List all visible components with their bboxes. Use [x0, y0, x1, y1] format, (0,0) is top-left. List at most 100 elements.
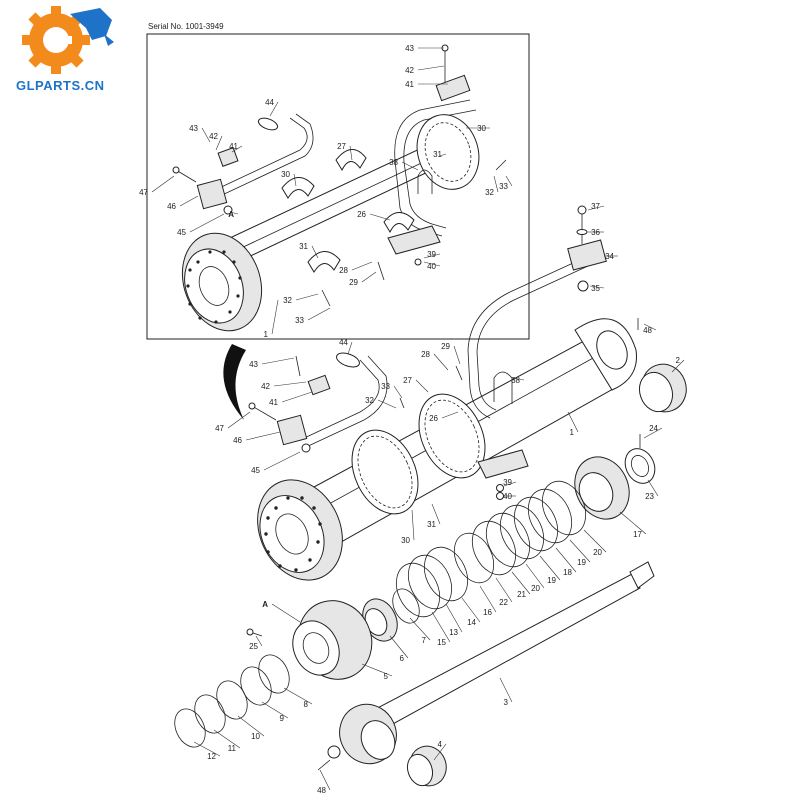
leader-line-m15: [431, 611, 451, 643]
ubolt-38: [493, 371, 513, 404]
main-assembly: [174, 205, 687, 787]
leader-line-m20b: [525, 563, 545, 589]
part-callout-m7: 7: [422, 636, 427, 645]
leader-line-m17: [619, 511, 647, 535]
part-callout-m35: 35: [591, 284, 600, 293]
leader-line-m39: [503, 481, 517, 487]
pipe-44: [299, 359, 380, 441]
part-callout-m44: 44: [339, 338, 348, 347]
leader-line-m21: [511, 571, 531, 595]
leader-line-m41: [281, 391, 313, 403]
leader-line-m44: [347, 341, 353, 355]
leader-line-iA: [229, 211, 239, 215]
leader-line-m26: [441, 411, 459, 419]
leader-line-m43: [261, 357, 295, 365]
part-callout-i28: 28: [339, 266, 348, 275]
leader-line-m46: [245, 431, 281, 441]
part-callout-i33a: 33: [499, 182, 508, 191]
washer-36: [576, 229, 588, 235]
part-callout-m26: 26: [429, 414, 438, 423]
inset-clamp-30-31: [416, 114, 480, 190]
leader-line-m28: [433, 353, 449, 371]
part-callout-m31: 31: [427, 520, 436, 529]
leader-line-i38: [401, 161, 419, 171]
leader-line-m47: [227, 411, 251, 429]
part-callout-i41b: 41: [229, 142, 238, 151]
part-callout-i30b: 30: [281, 170, 290, 179]
leader-line-i1: [271, 299, 279, 335]
inset-clamp-27: [335, 149, 367, 172]
inset-ubolt: [417, 169, 433, 194]
part-callout-m30: 30: [401, 536, 410, 545]
leader-line-m13: [445, 603, 463, 633]
leader-line-m3: [499, 677, 513, 703]
leader-line-mA: [271, 603, 301, 623]
leader-line-m31: [431, 503, 441, 525]
bolt-29: [455, 365, 463, 381]
pipe-34: [467, 257, 585, 419]
part-callout-m33: 33: [381, 382, 390, 391]
part-callout-i31b: 31: [299, 242, 308, 251]
brand-logo: GLPARTS.CN: [8, 6, 128, 96]
brand-name: GLPARTS.CN: [16, 78, 105, 93]
leader-line-m45: [263, 451, 301, 471]
part-callout-m5: 5: [384, 672, 389, 681]
part-callout-i41: 41: [405, 80, 414, 89]
part-callout-i26: 26: [357, 210, 366, 219]
leader-line-i47: [151, 175, 175, 193]
part-callout-m23: 23: [645, 492, 654, 501]
part-callout-i42: 42: [405, 66, 414, 75]
part-callout-m45: 45: [251, 466, 260, 475]
leader-line-i32b: [295, 293, 319, 301]
part-callout-m37: 37: [591, 202, 600, 211]
part-callout-i30a: 30: [477, 124, 486, 133]
part-callout-m48a: 48: [643, 326, 652, 335]
leader-line-m29: [453, 345, 461, 365]
leader-line-m14: [461, 597, 481, 623]
clamp-31: [418, 393, 486, 479]
part-callout-m28: 28: [421, 350, 430, 359]
leader-line-m7: [409, 617, 431, 641]
part-callout-m39: 39: [503, 478, 512, 487]
part-callout-m43: 43: [249, 360, 258, 369]
part-callout-iA: A: [228, 210, 234, 219]
washer-39: [496, 484, 504, 492]
part-callout-m36: 36: [591, 228, 600, 237]
callout-layer: 4342414430313832334342414746A45273026313…: [139, 44, 685, 795]
part-callout-m13: 13: [449, 628, 458, 637]
leader-line-i29: [361, 271, 377, 283]
clamp-41: [307, 374, 331, 396]
leader-line-i26: [369, 213, 391, 221]
part-callout-m16: 16: [483, 608, 492, 617]
block-46: [276, 414, 308, 446]
leader-line-m4: [433, 743, 447, 761]
bolt-47: [251, 405, 277, 421]
clamp-30: [351, 429, 419, 515]
leader-line-m8: [283, 687, 313, 705]
part-callout-m32: 32: [365, 396, 374, 405]
leader-line-i32a: [493, 175, 499, 193]
leader-line-m38: [511, 377, 525, 381]
part-callout-i31a: 31: [433, 150, 442, 159]
leader-line-m1: [567, 411, 579, 433]
brand-logo-mark: [22, 6, 114, 74]
leader-line-i44: [269, 101, 279, 117]
part-callout-m21: 21: [517, 590, 526, 599]
part-callout-m6: 6: [400, 654, 405, 663]
inset-pipe-38: [394, 99, 471, 237]
leader-line-m2: [671, 359, 685, 373]
grease-fitting-48-rod: [317, 759, 331, 771]
part-callout-m4: 4: [438, 740, 443, 749]
inset-clamp-31-left: [307, 251, 341, 273]
part-callout-m11: 11: [228, 744, 237, 753]
leader-line-m20a: [583, 529, 607, 553]
leader-line-i41b: [231, 145, 243, 153]
part-callout-m3: 3: [504, 698, 509, 707]
leader-line-i31b: [311, 245, 319, 259]
part-callout-i32a: 32: [485, 188, 494, 197]
part-callout-i27: 27: [337, 142, 346, 151]
bolt-33: [399, 397, 405, 409]
leader-line-m10: [237, 715, 265, 737]
